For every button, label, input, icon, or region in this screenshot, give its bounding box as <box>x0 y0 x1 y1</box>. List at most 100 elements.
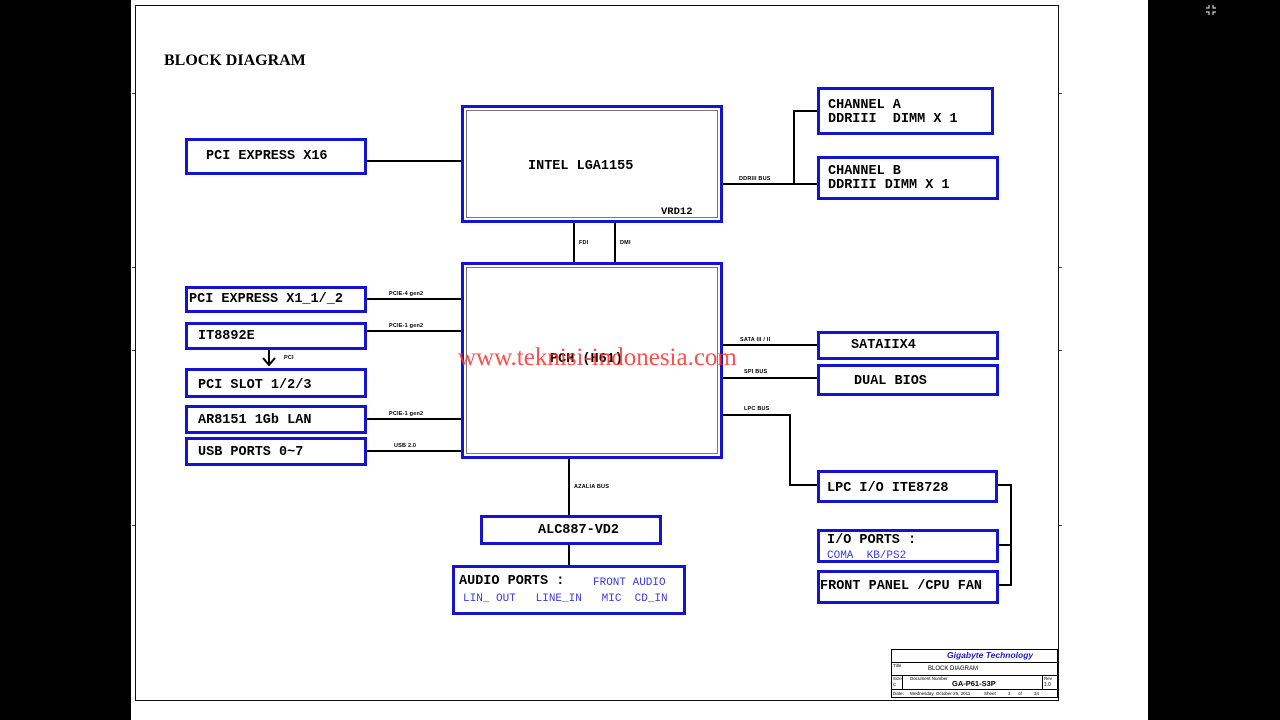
watermark: www.teknisi-indonesia.com <box>458 344 737 371</box>
sata-link <box>721 344 818 346</box>
block-pcie-x1: PCI EXPRESS X1_1/_2 <box>185 286 367 313</box>
frame-tick <box>1059 525 1062 526</box>
block-cpu-vrd: VRD12 <box>661 206 693 218</box>
block-pch-label: PCH (H61) <box>550 352 623 367</box>
ddr-bus-riser <box>793 110 795 185</box>
bus-label-ddr: DDRIII BUS <box>739 176 771 182</box>
title-block-size: C <box>893 682 897 687</box>
title-block-divider <box>902 675 903 689</box>
frame-tick <box>1059 267 1062 268</box>
lan-link <box>366 418 463 420</box>
block-front-panel: FRONT PANEL /CPU FAN <box>817 570 999 604</box>
block-lan: AR8151 1Gb LAN <box>185 405 367 434</box>
title-block-doc-label: Document Number <box>910 676 948 681</box>
block-channel-b-line1: CHANNEL B <box>828 164 901 179</box>
lpc-link <box>721 414 791 416</box>
block-usb-label: USB PORTS 0~7 <box>198 445 304 460</box>
fdi-link <box>573 221 575 264</box>
block-sata-label: SATAIIX4 <box>851 338 916 353</box>
block-io-ports: I/O PORTS : COMA KB/PS2 <box>817 529 999 563</box>
block-audio-front: FRONT AUDIO <box>593 577 666 589</box>
block-alc-label: ALC887-VD2 <box>538 523 620 538</box>
title-block: Gigabyte Technology Title BLOCK DIAGRAM … <box>891 649 1058 698</box>
it8892e-link <box>366 330 463 332</box>
block-pcie-x16: PCI EXPRESS X16 <box>185 138 367 175</box>
block-alc: ALC887-VD2 <box>480 515 662 545</box>
block-it8892e-label: IT8892E <box>198 329 255 344</box>
title-block-rev: 1.0 <box>1044 682 1051 688</box>
pcie-x16-link <box>366 160 463 162</box>
drawing-frame <box>135 5 1059 701</box>
superio-link <box>996 484 1012 486</box>
title-block-row: Gigabyte Technology <box>892 650 1057 663</box>
block-audio-sub: LIN_ OUT LINE_IN MIC CD_IN <box>463 593 668 605</box>
bus-label-pcie1b: PCIE-1 gen2 <box>389 411 424 417</box>
bus-label-pci: PCI <box>284 355 294 361</box>
block-pcie-x16-label: PCI EXPRESS X16 <box>206 149 328 164</box>
block-pci-slot: PCI SLOT 1/2/3 <box>185 368 367 398</box>
bus-label-pcie1a: PCIE-1 gen2 <box>389 323 424 329</box>
frame-tick <box>132 93 135 94</box>
io-ports-link <box>996 544 1012 546</box>
bus-label-dmi: DMI <box>620 240 631 246</box>
title-block-company: Gigabyte Technology <box>947 650 1034 660</box>
ddr-bus-link <box>721 183 818 185</box>
dmi-link <box>614 221 616 264</box>
block-channel-b-line2: DDRIII DIMM X 1 <box>828 178 950 193</box>
pci-bridge-link <box>268 349 270 363</box>
block-audio-ports: AUDIO PORTS : FRONT AUDIO LIN_ OUT LINE_… <box>452 565 686 615</box>
frame-tick <box>1059 93 1062 94</box>
block-pci-slot-label: PCI SLOT 1/2/3 <box>198 378 312 393</box>
block-lan-label: AR8151 1Gb LAN <box>198 413 312 428</box>
frame-tick <box>132 350 135 351</box>
block-cpu-label: INTEL LGA1155 <box>528 159 634 174</box>
block-bios: DUAL BIOS <box>817 364 999 396</box>
title-block-date-label: Date: <box>893 691 904 696</box>
block-lpc-io: LPC I/O ITE8728 <box>817 470 998 503</box>
title-block-sheet: 3 <box>1008 691 1011 696</box>
bus-label-sata: SATA III / II <box>740 337 771 343</box>
title-block-title: BLOCK DIAGRAM <box>928 666 979 672</box>
block-io-ports-label: I/O PORTS : <box>827 533 917 548</box>
block-it8892e: IT8892E <box>185 322 367 350</box>
audio-ports-link <box>568 543 570 567</box>
frame-tick <box>132 267 135 268</box>
bus-label-lpc: LPC BUS <box>744 406 770 412</box>
title-block-divider <box>1042 675 1043 689</box>
title-block-doc: GA-P61-S3P <box>952 679 996 688</box>
bus-label-fdi: FDI <box>579 240 589 246</box>
frame-tick <box>1059 350 1062 351</box>
superio-riser <box>1010 484 1012 586</box>
ddr-channel-a-link <box>793 110 818 112</box>
usb-link <box>366 450 463 452</box>
block-front-panel-label: FRONT PANEL /CPU FAN <box>820 579 983 594</box>
frame-tick <box>132 525 135 526</box>
title-block-title-label: Title <box>893 663 902 668</box>
azalia-link <box>568 457 570 517</box>
spi-link <box>721 377 818 379</box>
bus-label-spi: SPI BUS <box>744 369 768 375</box>
block-pch: PCH (H61) <box>461 262 723 459</box>
lpc-riser <box>789 414 791 486</box>
lpc-io-link <box>789 484 818 486</box>
pci-arrow-icon <box>262 357 276 367</box>
block-channel-a-line1: CHANNEL A <box>828 98 901 113</box>
bus-label-azalia: AZALIA BUS <box>574 484 610 490</box>
block-pcie-x1-label: PCI EXPRESS X1_1/_2 <box>189 292 343 307</box>
title-block-date: Wednesday, October 26, 2011 <box>910 691 971 696</box>
block-channel-a: CHANNEL A DDRIII DIMM X 1 <box>817 87 994 135</box>
block-usb: USB PORTS 0~7 <box>185 437 367 466</box>
block-audio-ports-label: AUDIO PORTS : <box>459 574 565 589</box>
block-io-ports-sub: COMA KB/PS2 <box>827 550 907 562</box>
title-block-of-label: of <box>1018 691 1022 696</box>
block-channel-b: CHANNEL B DDRIII DIMM X 1 <box>817 156 999 200</box>
pcie-x1-link <box>366 298 463 300</box>
title-block-total: 34 <box>1034 691 1040 696</box>
bus-label-pcie4: PCIE-4 gen2 <box>389 291 424 297</box>
block-lpc-io-label: LPC I/O ITE8728 <box>827 481 949 496</box>
block-cpu: INTEL LGA1155 VRD12 <box>461 105 723 223</box>
title-block-row: Title <box>892 662 1057 676</box>
title-block-row <box>892 675 1057 690</box>
collapse-fullscreen-icon[interactable] <box>1205 4 1217 16</box>
title-block-sheet-label: Sheet <box>984 691 996 696</box>
